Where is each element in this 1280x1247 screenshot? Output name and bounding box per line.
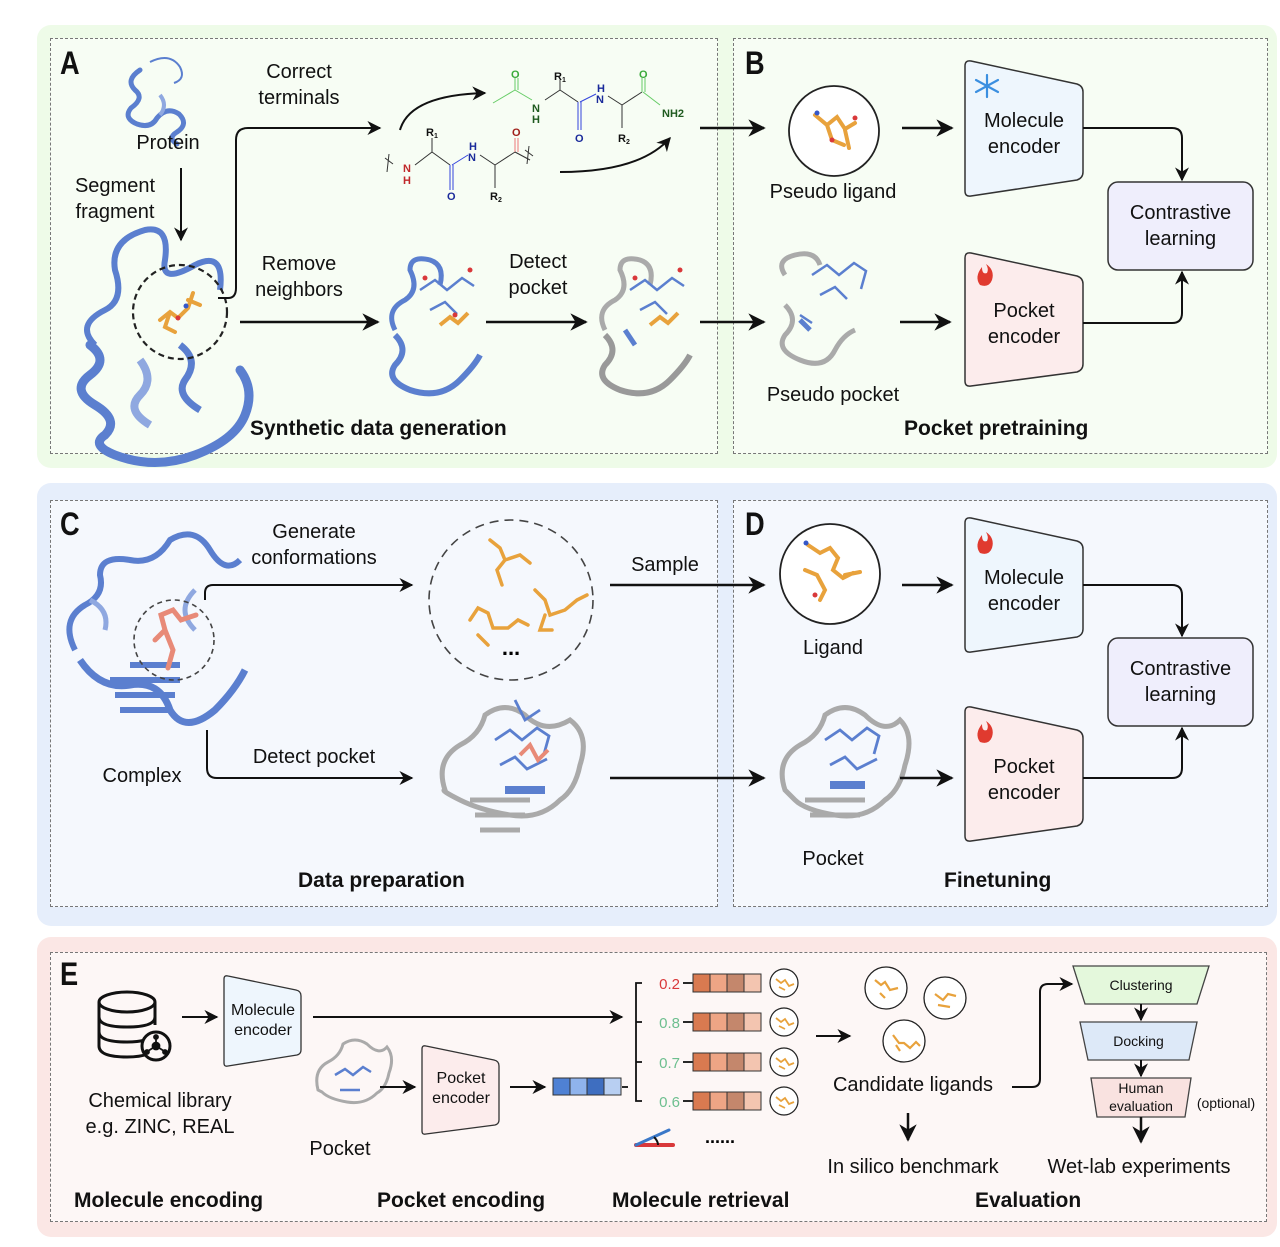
candidate-ligands-label: Candidate ligands <box>832 1074 994 1096</box>
human-evaluation-step[interactable] <box>1090 1077 1192 1118</box>
pocket-encoder-d[interactable] <box>964 706 1084 842</box>
panel-title-d: Finetuning <box>944 869 1052 892</box>
molecule-encoder-e-line2: encoder <box>234 1022 292 1039</box>
panel-title-b: Pocket pretraining <box>904 417 1089 440</box>
generate-conformations-label: Generate conformations <box>240 519 388 571</box>
pocket-encoder-d-label: Pocket encoder <box>965 754 1083 806</box>
contrastive-b-line1: Contrastive <box>1129 202 1232 224</box>
correct-terminals-line1: Correct <box>266 61 332 83</box>
detect-pocket-line1: Detect <box>509 251 567 273</box>
library-line1: Chemical library <box>88 1090 232 1112</box>
panel-letter-b: B <box>745 45 765 81</box>
pocket-encoder-e-line2: encoder <box>432 1090 490 1107</box>
correct-terminals-label: Correct terminals <box>240 59 358 111</box>
human-eval-line1: Human <box>1118 1080 1164 1096</box>
panel-letter-e: E <box>60 956 79 992</box>
human-eval-line2: evaluation <box>1109 1098 1173 1114</box>
segment-fragment-label: Segment fragment <box>60 173 170 225</box>
contrastive-learning-d[interactable] <box>1107 637 1254 727</box>
contrastive-d-line2: learning <box>1144 684 1217 706</box>
clustering-label: Clustering <box>1109 977 1173 993</box>
panel-letter-a: A <box>60 45 80 81</box>
panel-letter-c: C <box>60 506 80 542</box>
protein-label: Protein <box>136 132 200 154</box>
chemical-library-label: Chemical library e.g. ZINC, REAL <box>70 1088 250 1140</box>
panel-title-e-pocket-encoding: Pocket encoding <box>377 1189 546 1212</box>
wet-lab-label: Wet-lab experiments <box>1047 1156 1231 1178</box>
panel-title-e-molecule-encoding: Molecule encoding <box>74 1189 264 1212</box>
detect-pocket-label-c: Detect pocket <box>252 746 376 768</box>
library-line2: e.g. ZINC, REAL <box>85 1116 235 1138</box>
molecule-encoder-b-line1: Molecule <box>983 110 1065 132</box>
segment-label-line1: Segment <box>74 175 156 197</box>
molecule-encoder-e-label: Molecule encoder <box>224 1001 302 1041</box>
detect-pocket-line2: pocket <box>508 277 568 299</box>
ligand-label: Ligand <box>802 637 864 659</box>
pocket-encoder-b-line1: Pocket <box>993 300 1055 322</box>
pseudo-pocket-label: Pseudo pocket <box>766 384 900 406</box>
pseudo-ligand-label: Pseudo ligand <box>769 181 897 203</box>
generate-line1: Generate <box>272 521 356 543</box>
sample-label: Sample <box>631 554 699 576</box>
pocket-encoder-e-label: Pocket encoder <box>422 1069 500 1109</box>
pocket-label-e: Pocket <box>309 1138 371 1160</box>
detect-pocket-label-a: Detect pocket <box>490 249 586 301</box>
docking-label: Docking <box>1113 1033 1164 1049</box>
complex-label: Complex <box>102 765 182 787</box>
pocket-encoder-b[interactable] <box>964 252 1084 387</box>
contrastive-learning-b[interactable] <box>1107 181 1254 271</box>
pocket-encoder-e[interactable] <box>421 1045 500 1135</box>
pocket-encoder-e-line1: Pocket <box>436 1070 486 1087</box>
molecule-encoder-d-line1: Molecule <box>983 567 1065 589</box>
pocket-encoder-d-line2: encoder <box>987 782 1061 804</box>
pocket-encoder-b-line2: encoder <box>987 326 1061 348</box>
remove-neighbors-label: Remove neighbors <box>240 251 358 303</box>
pocket-encoder-b-label: Pocket encoder <box>965 298 1083 350</box>
optional-label: (optional) <box>1196 1095 1256 1111</box>
contrastive-b-line2: learning <box>1144 228 1217 250</box>
in-silico-benchmark-label: In silico benchmark <box>827 1156 999 1178</box>
correct-terminals-line2: terminals <box>258 87 340 109</box>
panel-title-e-evaluation: Evaluation <box>975 1189 1082 1212</box>
generate-line2: conformations <box>251 547 377 569</box>
molecule-encoder-b-line2: encoder <box>987 136 1061 158</box>
pocket-encoder-d-line1: Pocket <box>993 756 1055 778</box>
molecule-encoder-e[interactable] <box>223 975 302 1067</box>
molecule-encoder-b-label: Molecule encoder <box>965 108 1083 160</box>
docking-step[interactable] <box>1079 1021 1198 1061</box>
remove-neighbors-line1: Remove <box>261 253 337 275</box>
panel-title-a: Synthetic data generation <box>250 417 507 440</box>
panel-title-c: Data preparation <box>298 869 465 892</box>
molecule-encoder-d-line2: encoder <box>987 593 1061 615</box>
contrastive-learning-b-label: Contrastive learning <box>1108 200 1253 252</box>
panel-letter-d: D <box>745 506 765 542</box>
remove-neighbors-line2: neighbors <box>255 279 343 301</box>
segment-label-line2: fragment <box>75 201 155 223</box>
pocket-label-d: Pocket <box>802 848 864 870</box>
panel-a <box>50 38 718 454</box>
contrastive-learning-d-label: Contrastive learning <box>1108 656 1253 708</box>
human-evaluation-label: Human evaluation <box>1091 1079 1191 1115</box>
panel-title-e-molecule-retrieval: Molecule retrieval <box>612 1189 790 1212</box>
molecule-encoder-d-label: Molecule encoder <box>965 565 1083 617</box>
clustering-step[interactable] <box>1072 965 1210 1005</box>
contrastive-d-line1: Contrastive <box>1129 658 1232 680</box>
molecule-encoder-e-line1: Molecule <box>230 1002 296 1019</box>
